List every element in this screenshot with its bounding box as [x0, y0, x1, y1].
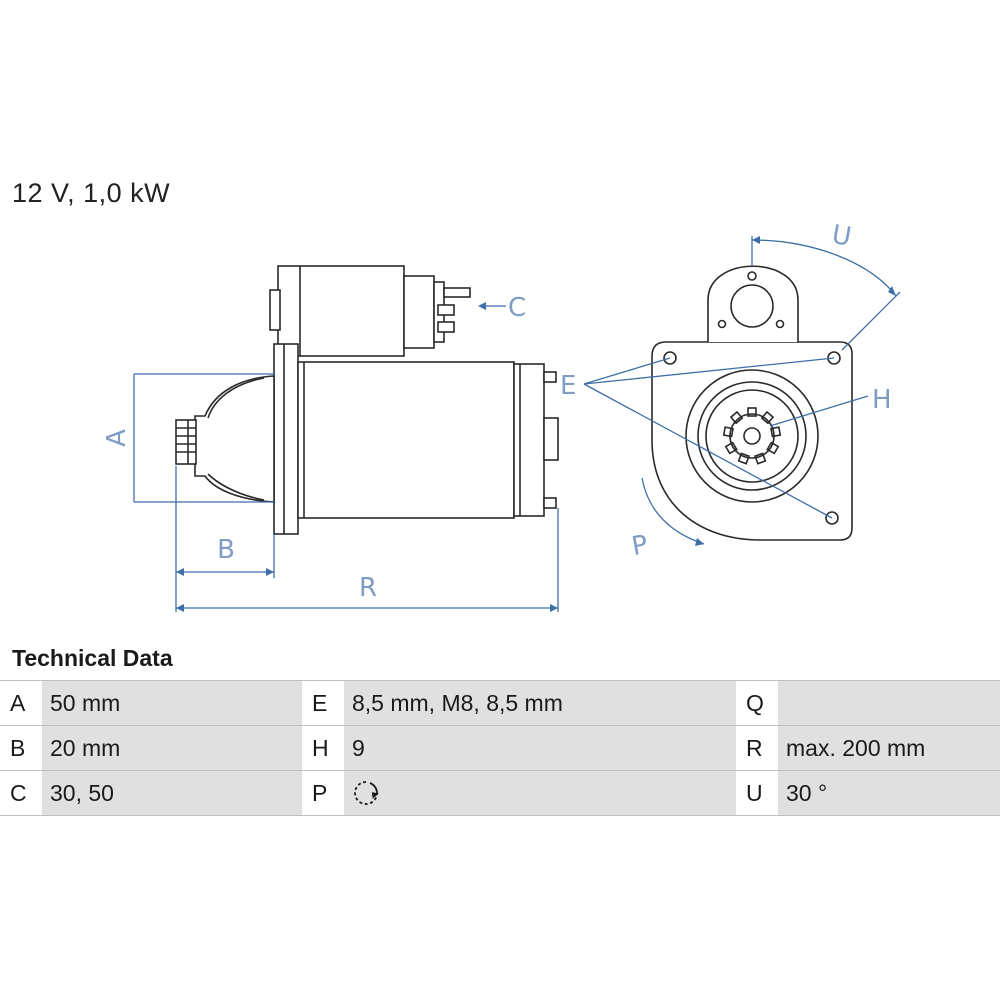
- nose-housing: [194, 375, 275, 503]
- table-row: A 50 mm E 8,5 mm, M8, 8,5 mm Q: [0, 680, 1000, 726]
- spec-key: Q: [736, 680, 778, 726]
- spec-value-rotation: [344, 770, 736, 816]
- starter-motor-drawing: A B R C: [102, 220, 901, 612]
- spec-key: P: [302, 770, 344, 816]
- mounting-flange: [273, 343, 299, 535]
- spec-value: 50 mm: [42, 680, 302, 726]
- product-rating: 12 V, 1,0 kW: [12, 178, 171, 208]
- spec-value: 30, 50: [42, 770, 302, 816]
- spec-key: C: [0, 770, 42, 816]
- spec-value: 20 mm: [42, 725, 302, 771]
- nose-ring: [685, 369, 819, 503]
- pinion: [175, 419, 197, 465]
- technical-data-title: Technical Data: [12, 645, 173, 671]
- front-flange: [651, 341, 853, 541]
- label-e: E: [560, 371, 576, 401]
- spec-key: B: [0, 725, 42, 771]
- dimension-c: C: [478, 293, 526, 323]
- spec-key: H: [302, 725, 344, 771]
- spec-key: R: [736, 725, 778, 771]
- spec-key: U: [736, 770, 778, 816]
- leader-e: E: [560, 357, 835, 519]
- spec-value: max. 200 mm: [778, 725, 1000, 771]
- table-row: C 30, 50 P U 30 °: [0, 770, 1000, 816]
- label-p: P: [630, 530, 651, 562]
- leader-h: H: [769, 385, 892, 427]
- spec-key: E: [302, 680, 344, 726]
- spec-value: 30 °: [778, 770, 1000, 816]
- label-u: U: [830, 220, 854, 253]
- pinion-gear: [722, 407, 782, 465]
- solenoid: [269, 265, 471, 357]
- label-r: R: [359, 573, 377, 603]
- spec-value: 8,5 mm, M8, 8,5 mm: [344, 680, 736, 726]
- motor-body: [297, 361, 515, 519]
- angle-u: U: [751, 220, 901, 351]
- label-b: B: [217, 535, 235, 565]
- side-view: A B R C: [102, 265, 559, 612]
- solenoid-ear: [707, 265, 799, 342]
- dimension-r: R: [176, 508, 559, 612]
- table-row: B 20 mm H 9 R max. 200 mm: [0, 725, 1000, 771]
- dimension-a: A: [102, 373, 274, 503]
- spec-value: 9: [344, 725, 736, 771]
- label-h: H: [872, 385, 892, 415]
- dimension-b: B: [175, 466, 275, 612]
- clockwise-rotation-icon: [354, 781, 379, 806]
- technical-data-table: A 50 mm E 8,5 mm, M8, 8,5 mm Q B 20 mm H…: [0, 680, 1000, 816]
- spec-value: [778, 680, 1000, 726]
- label-c: C: [508, 293, 526, 323]
- end-cap: [513, 363, 545, 517]
- front-view: E H U P: [560, 220, 901, 562]
- label-a: A: [102, 429, 132, 447]
- rotation-p: P: [630, 477, 705, 562]
- spec-key: A: [0, 680, 42, 726]
